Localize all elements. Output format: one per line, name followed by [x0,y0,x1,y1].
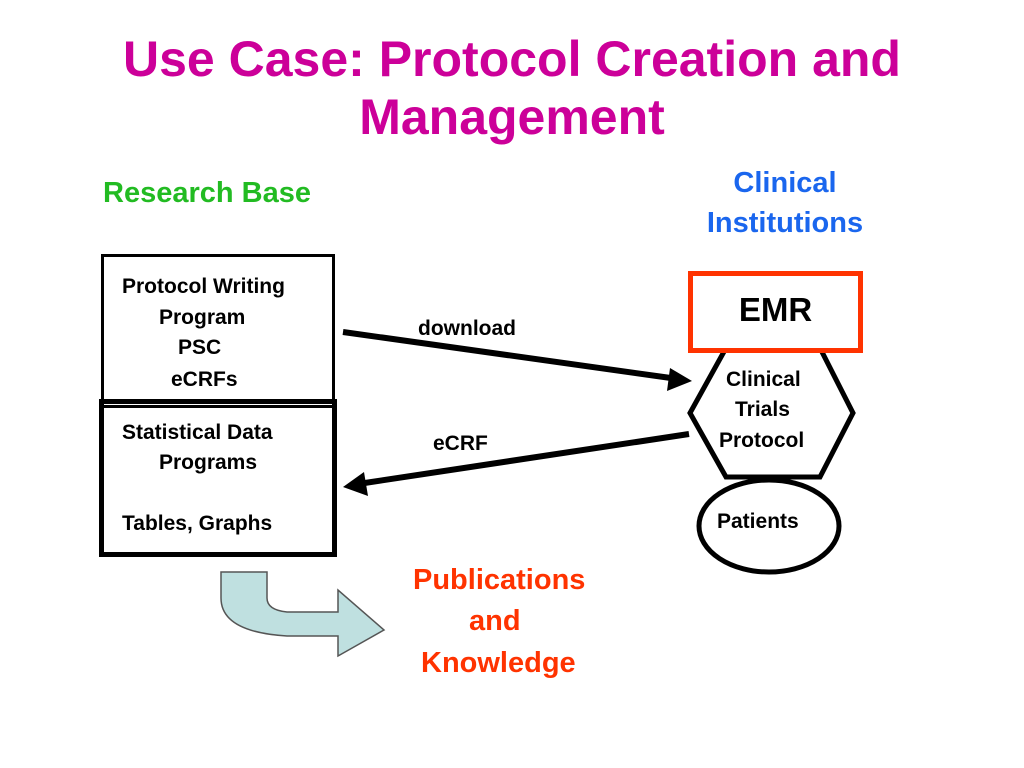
stats-line-3: Tables, Graphs [122,512,273,535]
emr-box [688,271,863,353]
title-line-1: Use Case: Protocol Creation and [123,31,901,87]
hexagon-line-1: Clinical [726,368,801,391]
hexagon-line-3: Protocol [719,429,805,452]
research-base-label: Research Base [103,177,311,209]
download-label: download [418,317,516,340]
protocol-writing-box [101,254,335,408]
statistical-data-box [99,399,337,557]
protocol-line-4: eCRFs [171,368,238,391]
stats-line-1: Statistical Data [122,421,273,444]
clinical-institutions-line-2: Institutions [706,207,864,239]
protocol-line-1: Protocol Writing [122,275,285,298]
emr-label: EMR [738,291,813,328]
ecrf-arrow [343,431,690,496]
publications-line-2: and [469,605,521,637]
patients-label: Patients [717,510,799,533]
page-title: Use Case: Protocol Creation and Manageme… [0,30,1024,146]
clinical-institutions-label: Clinical Institutions [680,163,890,243]
hexagon-line-2: Trials [735,398,790,421]
ecrf-label: eCRF [433,432,488,455]
stats-line-2: Programs [159,451,258,474]
curved-arrow-icon [220,571,386,658]
download-arrow [342,329,692,391]
publications-line-1: Publications [413,564,586,596]
patients-ellipse [696,477,842,575]
protocol-line-3: PSC [178,336,222,359]
publications-line-3: Knowledge [421,647,576,679]
clinical-institutions-line-1: Clinical [733,167,837,199]
protocol-line-2: Program [159,306,246,329]
title-line-2: Management [359,89,665,145]
